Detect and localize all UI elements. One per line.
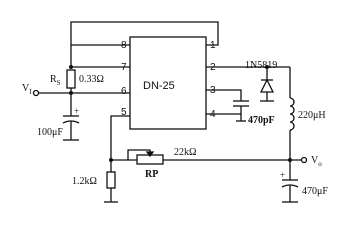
cout-plus: + [280,170,285,180]
vout-label: Vo [311,155,322,168]
rs-value: 0.33Ω [79,74,104,85]
diode-label: 1N5819 [245,60,277,71]
wire-pin1-loop [70,21,219,46]
r1k2-value: 1.2kΩ [72,176,97,187]
diode-triangle [259,78,275,93]
pin-5-label: 5 [121,107,127,118]
inductor-label: 220μH [298,110,326,121]
resistor-rs [66,69,76,89]
wire-pin5 [110,115,130,160]
circuit-diagram: DN-25 8 7 6 5 1 2 3 4 VI RS 0.33Ω 100μF … [22,21,328,203]
rp-value: 22kΩ [174,147,196,158]
resistor-1k2 [106,171,116,189]
ic-dn25-label: DN-25 [143,80,175,92]
vout-terminal [300,156,308,164]
pin-6-label: 6 [121,86,127,97]
cin-plus: + [74,106,79,116]
wire-pin3 [206,89,242,101]
cout-value: 470μF [302,186,328,197]
ic-dn25-body [129,36,207,130]
pot-wiper-arrow [145,151,155,158]
rs-label: RS [50,74,61,87]
c470pf-label: 470pF [248,115,275,126]
cin-value: 100μF [37,127,63,138]
vin-terminal [32,89,40,97]
vin-label: VI [22,83,32,96]
rp-name: RP [145,169,158,180]
inductor-coil [289,97,295,131]
